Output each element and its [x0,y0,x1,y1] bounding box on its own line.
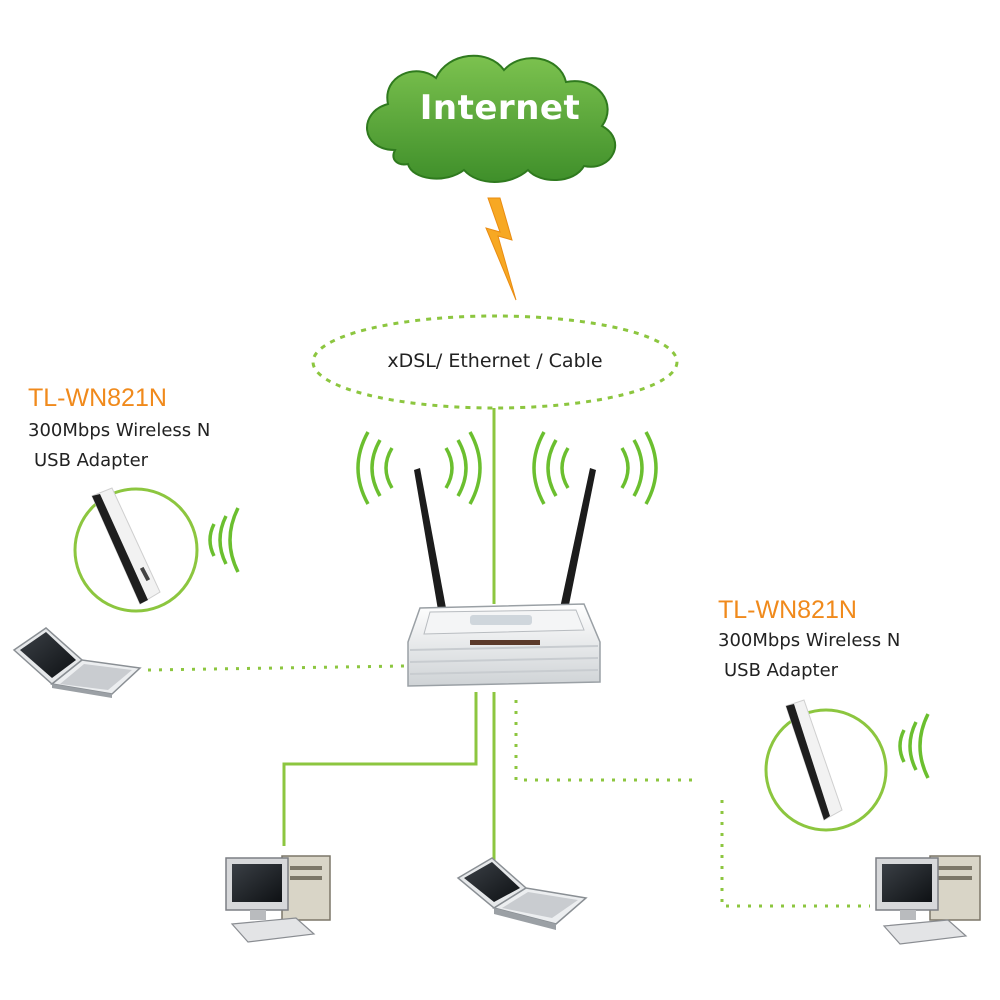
usb-adapter-right-icon [764,699,888,832]
signal-waves-adapter-right-icon [898,713,930,779]
router-antenna-left [414,468,446,610]
laptop-left-icon [12,627,142,698]
connection-ellipse [311,314,679,410]
wireless-link-right [514,700,700,782]
adapter-right-model: TL-WN821N [718,596,857,624]
desktop-right-icon [875,855,981,945]
adapter-right-desc-line2: USB Adapter [724,660,839,681]
connection-type-label: xDSL/ Ethernet / Cable [387,350,603,372]
wireless-link-left [147,664,405,672]
internet-cloud-icon [366,54,616,183]
wireless-router-icon [407,603,601,687]
wireless-link-right-desktop [720,800,870,908]
laptop-center-icon [456,857,588,930]
internet-label: Internet [419,88,581,128]
adapter-left-model: TL-WN821N [28,384,167,412]
adapter-left-desc-line2: USB Adapter [34,450,149,471]
router-antenna-right [560,468,596,610]
lightning-icon [485,197,517,301]
desktop-left-icon [225,855,331,943]
adapter-left-desc-line1: 300Mbps Wireless N [28,420,211,441]
signal-waves-router-right-icon [532,431,658,505]
wired-link-desktop-left [282,692,478,846]
signal-waves-router-left-icon [356,431,482,505]
signal-waves-adapter-left-icon [208,507,240,573]
usb-adapter-left-icon [73,487,199,613]
adapter-right-desc-line1: 300Mbps Wireless N [718,630,901,651]
